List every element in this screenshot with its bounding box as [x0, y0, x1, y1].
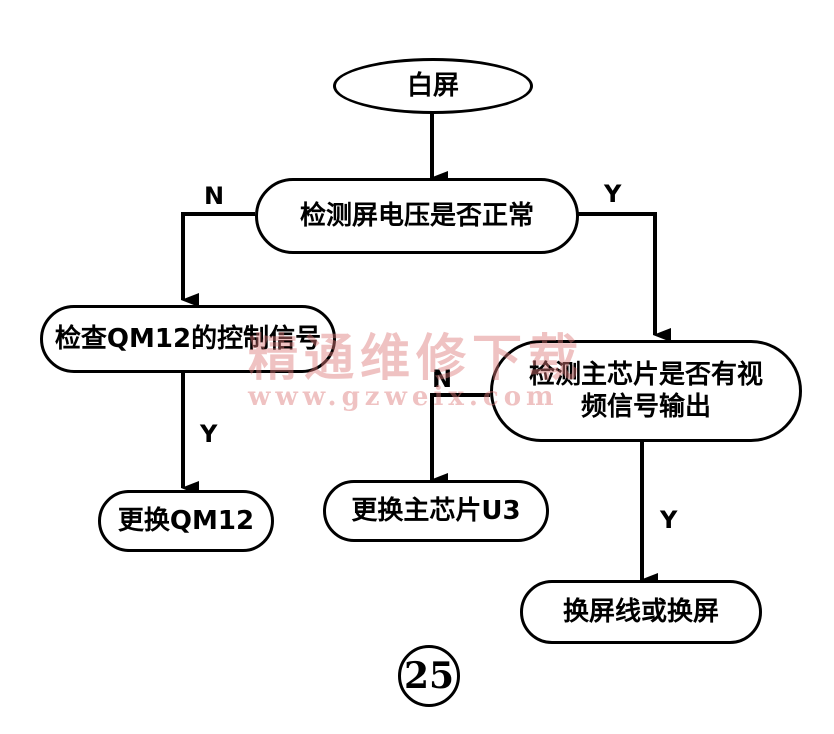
node-check-qm12-text: 检查QM12的控制信号: [54, 323, 322, 354]
node-check-chip: 检测主芯片是否有视 频信号输出: [490, 340, 802, 442]
node-check-qm12: 检查QM12的控制信号: [40, 305, 336, 373]
edge-label-chip-no: N: [432, 365, 453, 393]
edge-label-chip-yes: Y: [660, 506, 678, 534]
node-replace-qm12: 更换QM12: [98, 490, 274, 552]
node-check-voltage: 检测屏电压是否正常: [255, 178, 579, 254]
node-replace-screen-text: 换屏线或换屏: [562, 596, 719, 627]
node-replace-screen: 换屏线或换屏: [520, 580, 762, 644]
edge-voltage-no: [181, 212, 255, 307]
node-replace-qm12-text: 更换QM12: [117, 505, 255, 536]
node-check-chip-text-line1: 检测主芯片是否有视: [528, 359, 763, 390]
page-number-text: 25: [403, 655, 455, 697]
edge-label-qm12-yes: Y: [200, 420, 218, 448]
edge-label-voltage-yes: Y: [604, 180, 622, 208]
node-start: 白屏: [333, 58, 533, 114]
node-start-text: 白屏: [406, 70, 459, 101]
edge-chip-no: [430, 393, 490, 487]
page-number-badge: 25: [398, 645, 460, 707]
edge-label-voltage-no: N: [204, 182, 225, 210]
node-check-chip-text-line2: 频信号输出: [580, 392, 711, 422]
node-replace-u3: 更换主芯片U3: [323, 480, 549, 542]
node-check-voltage-text: 检测屏电压是否正常: [299, 200, 534, 231]
node-replace-u3-text: 更换主芯片U3: [351, 495, 521, 526]
edge-voltage-yes: [578, 212, 671, 342]
